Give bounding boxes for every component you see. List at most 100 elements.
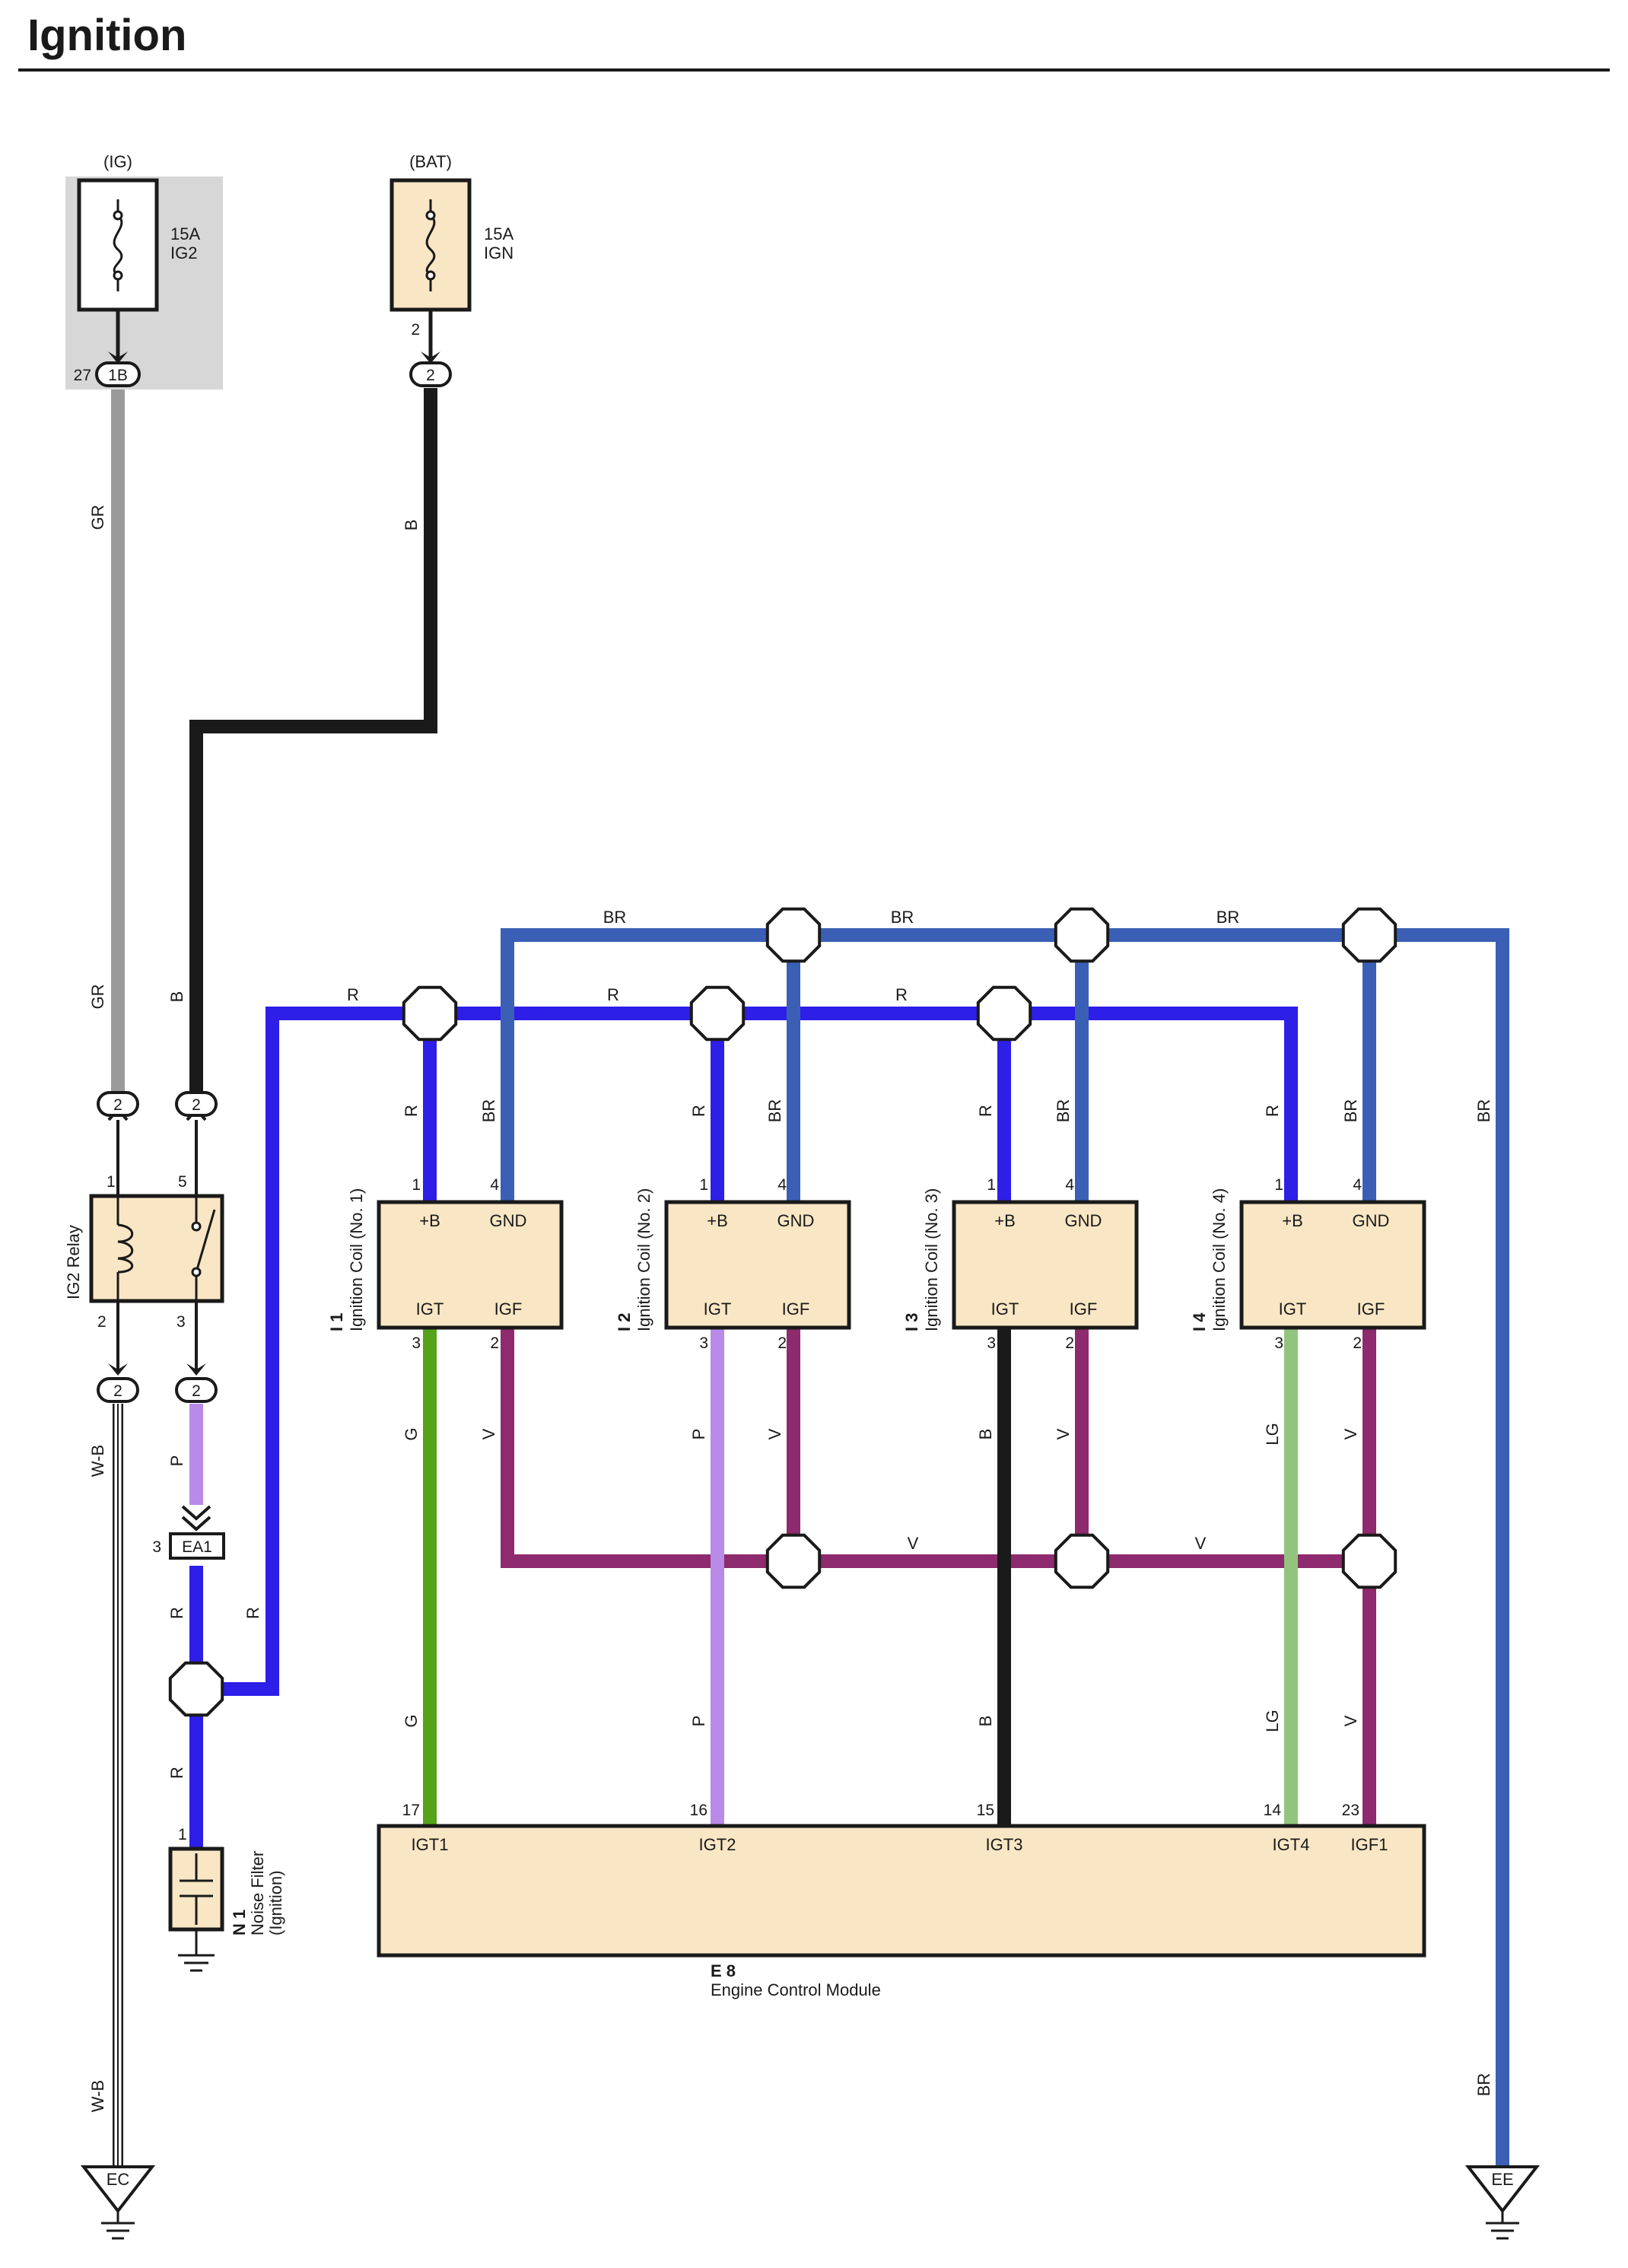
coil-terminal-igt: IGT [416,1299,444,1318]
splice-point [689,985,746,1042]
junction-connector [97,1377,139,1403]
fuse-ign-name: IGN [484,243,514,262]
coil-pin: 3 [987,1334,996,1352]
coil-3: I 3 Ignition Coil (No. 3) [902,1188,1139,1331]
coil-2: I 2 Ignition Coil (No. 2) [615,1188,851,1331]
connector-1b [95,361,141,387]
noise-filter: 1 N 1 Noise Filter (Ignition) [168,1826,285,1972]
connector-arrow-icon [421,351,440,364]
wire-color-label: V [479,1428,498,1439]
coil-terminal-gnd: GND [1353,1211,1390,1230]
wire-br-bus [501,928,1509,2168]
coil-pin: 4 [1353,1176,1362,1194]
coil-3-box [952,1200,1139,1330]
ig2-relay-label: IG2 Relay [64,1225,83,1299]
wire-color-label: W-B [88,2080,107,2112]
coil-terminal-b: +B [707,1211,728,1230]
capacitor-icon [180,1853,213,1925]
coil-pin: 3 [1274,1334,1283,1352]
coil-terminal-igt: IGT [991,1299,1019,1318]
noise-filter-code: N 1 [230,1910,249,1936]
relay-pin: 2 [97,1313,107,1331]
relay-pin: 1 [107,1173,116,1191]
wire-color-label: P [689,1716,708,1727]
fuse-ig2-rating: 15A [170,224,200,243]
coil-pin: 2 [1353,1334,1362,1352]
connector-arrow-icon [108,1363,128,1376]
wire-color-label: V [1341,1715,1360,1726]
ecm-pin: 16 [690,1802,707,1819]
wire-color-label: R [976,1105,995,1117]
coil-1-name: Ignition Coil (No. 1) [347,1188,366,1331]
ig2-relay-box [89,1194,224,1303]
wire-color-label: BR [765,1099,784,1123]
wire-color-label: R [347,985,359,1004]
wire-color-label: V [1054,1428,1073,1439]
wire-color-label: R [167,1767,186,1779]
coil-2-box [664,1200,851,1330]
noise-filter-sub: (Ignition) [266,1870,285,1936]
relay-section: 2 2 IG2 Relay 1 5 2 3 2 2 [64,1091,224,1403]
fuse-element-icon [113,214,123,277]
splice-point [765,1533,822,1589]
ground-icon [80,2165,156,2214]
connector-fuse-ign-label: 2 [426,367,435,384]
junction-connector-label: 2 [113,1382,122,1400]
wire-color-label: BR [1216,908,1240,927]
wire-color-label: G [402,1427,421,1440]
wire-color-label: V [908,1534,919,1553]
ground-ee: EE [1464,2165,1541,2240]
coil-terminal-b: +B [994,1211,1016,1230]
fuse-ig2: (IG) 15A IG2 1B 27 [65,152,223,390]
fuse-element-icon [425,214,436,277]
ground-ec-label: EC [107,2170,130,2189]
splice-point [1341,1533,1397,1589]
fuse-ign-rating: 15A [484,224,514,243]
wire-color-label: BR [603,908,627,927]
junction-connector-label: 2 [113,1096,122,1114]
coil-terminal-igt: IGT [1279,1299,1307,1318]
coil-pin: 1 [699,1176,708,1194]
wire-color-label: B [167,991,186,1003]
ecm-terminal: IGT4 [1273,1835,1310,1854]
coil-terminal-igf: IGF [1070,1299,1098,1318]
ecm-pin: 23 [1342,1802,1359,1819]
coil-terminal-igf: IGF [494,1299,523,1318]
junction-connector-label: 2 [192,1096,201,1114]
fuse-ig2-source: (IG) [103,152,132,171]
wire-color-label: V [765,1428,784,1439]
coil-terminal-igt: IGT [704,1299,732,1318]
junction-connector [175,1377,218,1403]
junction-connector-label: 2 [192,1382,201,1400]
ecm-terminal: IGT1 [412,1835,449,1854]
coil-terminal-gnd: GND [777,1211,815,1230]
coil-4-box [1239,1200,1426,1330]
wire-color-label: BR [891,908,914,927]
ground-ee-label: EE [1491,2170,1513,2189]
relay-switch-icon [195,1209,216,1273]
coil-1: I 1 Ignition Coil (No. 1) [327,1188,564,1331]
splice-point [1054,1533,1110,1589]
wire-v-bus [501,1328,1369,1568]
wire-color-label: BR [1054,1099,1073,1123]
relay-coil-icon [117,1223,134,1274]
splice-point [1341,907,1397,963]
coil-pin: 4 [490,1176,499,1194]
connector-ea1-pin: 3 [152,1538,161,1556]
connector-ea1-box [169,1532,225,1560]
splice-point [1054,907,1110,963]
splice-point [402,985,458,1042]
wire-color-label: B [976,1429,995,1440]
ecm: IGT1 IGT2 IGT3 IGT4 IGF1 17 16 15 14 23 … [377,1802,1426,1999]
ecm-pin: 15 [977,1802,994,1819]
wire-color-label: R [1263,1105,1282,1117]
ecm-terminal: IGF1 [1351,1835,1388,1854]
chevron-down-icon [181,1505,211,1532]
coil-pin: 3 [412,1334,421,1352]
coil-pin: 2 [777,1334,787,1352]
noise-filter-name: Noise Filter [248,1851,267,1936]
splice-point [976,985,1032,1042]
connector-ea1-label: EA1 [182,1538,212,1556]
